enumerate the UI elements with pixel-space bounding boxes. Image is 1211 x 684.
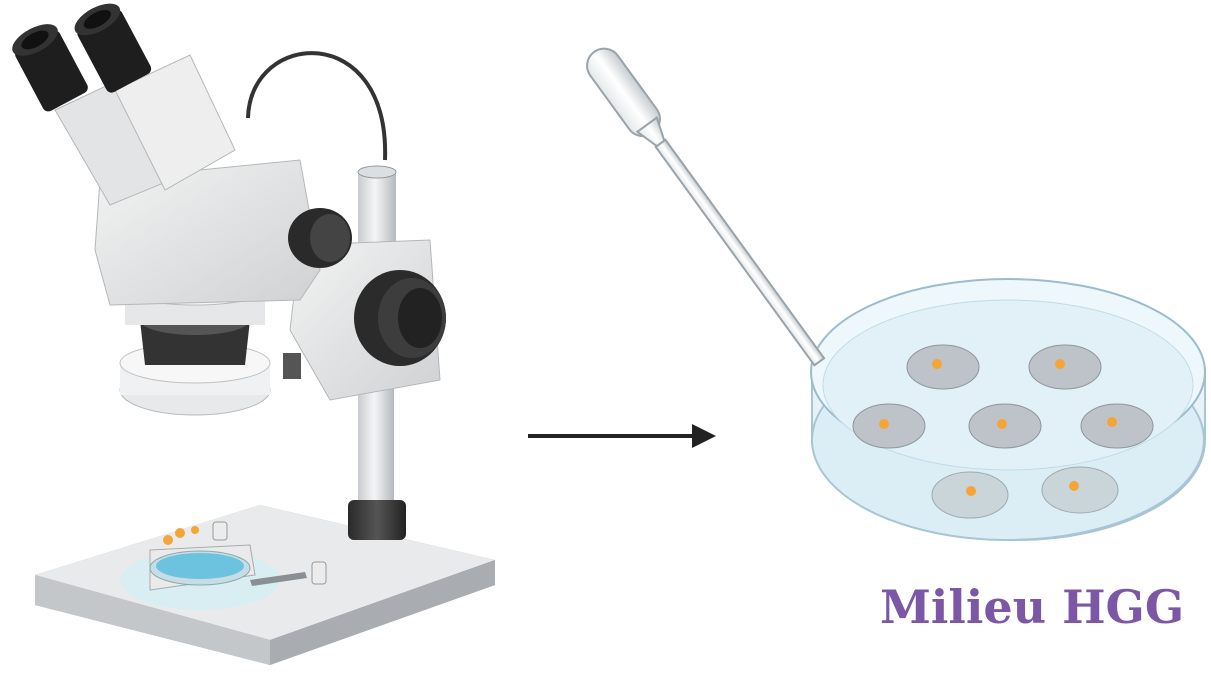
well [932, 472, 1008, 518]
well [1081, 404, 1153, 448]
well [907, 345, 979, 389]
well [853, 404, 925, 448]
medium-label: Milieu HGG [880, 580, 1200, 634]
well [969, 404, 1041, 448]
well [1029, 345, 1101, 389]
well [1042, 467, 1118, 513]
stereo-microscope-icon [7, 0, 495, 665]
pipette-icon [580, 42, 833, 372]
petri-dish-icon [811, 279, 1205, 540]
right-arrow-icon [528, 424, 716, 448]
